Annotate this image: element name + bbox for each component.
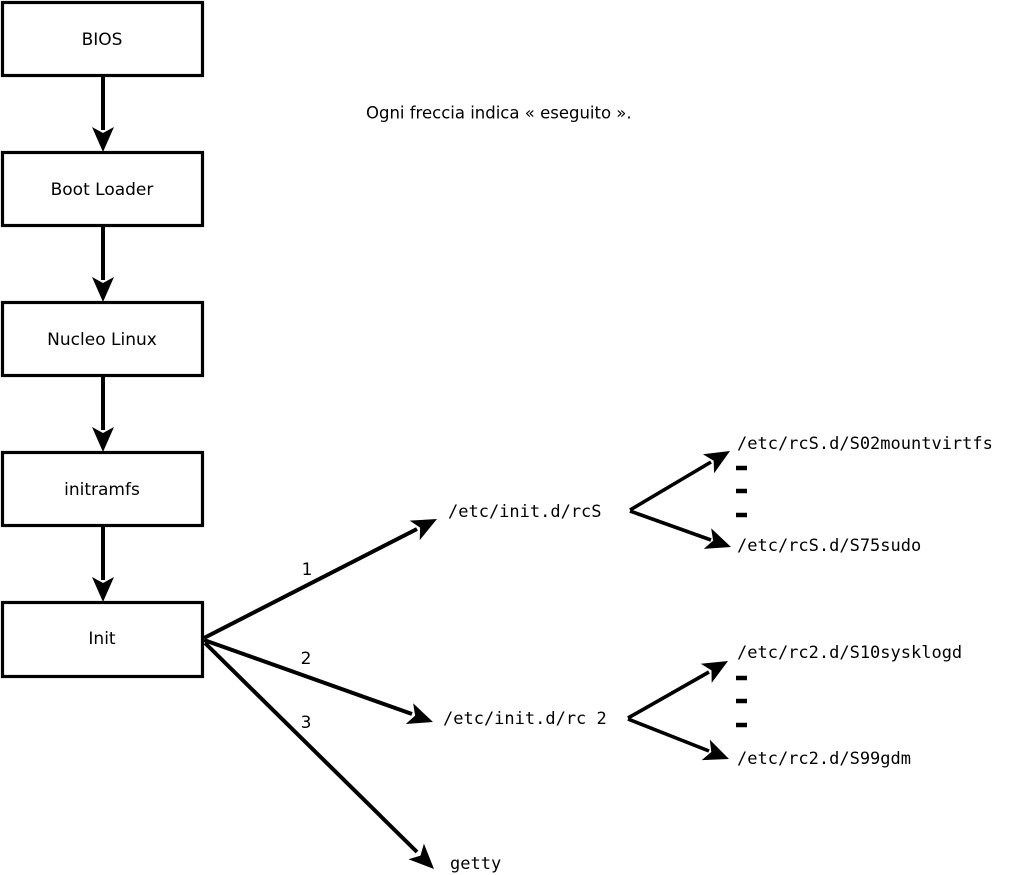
branch-1-target-label: /etc/init.d/rcS: [448, 502, 602, 522]
rc2-last-script-label: /etc/rc2.d/S99gdm: [737, 749, 911, 769]
init-label: Init: [88, 629, 116, 649]
branch-2-number: 2: [301, 649, 312, 669]
arrowhead-icon: [92, 127, 114, 152]
arrow-boot-loader-to-nucleo-linux: [92, 226, 114, 302]
nucleo-linux-label: Nucleo Linux: [47, 330, 157, 350]
branch-1-number: 1: [302, 560, 313, 580]
init-box: [0, 600, 205, 679]
branch-3-number: 3: [301, 713, 312, 733]
arrowhead-icon: [92, 577, 114, 602]
initramfs-box: [0, 450, 205, 528]
arrowhead-icon: [702, 441, 736, 474]
arrowhead-icon: [92, 277, 114, 302]
rc2-script-fork: [627, 651, 734, 770]
diagram-caption: Ogni freccia indica « eseguito ».: [366, 104, 632, 123]
rc2-first-script-label: /etc/rc2.d/S10sysklogd: [737, 643, 962, 663]
bios-label: BIOS: [82, 30, 123, 50]
boot-loader-box: [0, 150, 205, 228]
arrowhead-icon: [92, 427, 114, 452]
arrow-init-branch-1: 1: [203, 509, 443, 640]
node-initramfs: initramfs: [0, 450, 205, 528]
rcs-last-script-label: /etc/rcS.d/S75sudo: [737, 536, 921, 556]
arrow-initramfs-to-init: [92, 526, 114, 602]
arrow-init-branch-2: 2: [203, 638, 437, 733]
node-bios: BIOS: [0, 0, 205, 78]
arrow-nucleo-linux-to-initramfs: [92, 376, 114, 452]
arrow-bios-to-boot-loader: [92, 76, 114, 152]
arrowhead-icon: [409, 509, 443, 541]
node-init: Init: [0, 600, 205, 679]
rcs-ellipsis: [736, 465, 747, 518]
arrowhead-icon: [700, 651, 734, 683]
arrow-init-branch-3: 3: [203, 641, 442, 875]
node-nucleo-linux: Nucleo Linux: [0, 300, 205, 378]
node-boot-loader: Boot Loader: [0, 150, 205, 228]
initramfs-label: initramfs: [64, 480, 140, 500]
arrowhead-icon: [405, 703, 437, 733]
branch-3-target-label: getty: [450, 854, 501, 874]
rcs-script-fork: [629, 441, 736, 558]
rcs-first-script-label: /etc/rcS.d/S02mountvirtfs: [737, 434, 993, 454]
rc2-ellipsis: [736, 675, 747, 728]
nucleo-linux-box: [0, 300, 205, 378]
bios-box: [0, 0, 205, 78]
arrowhead-icon: [703, 528, 735, 558]
boot-loader-label: Boot Loader: [51, 180, 154, 200]
arrowhead-icon: [701, 739, 734, 770]
branch-2-target-label: /etc/init.d/rc 2: [443, 709, 607, 729]
